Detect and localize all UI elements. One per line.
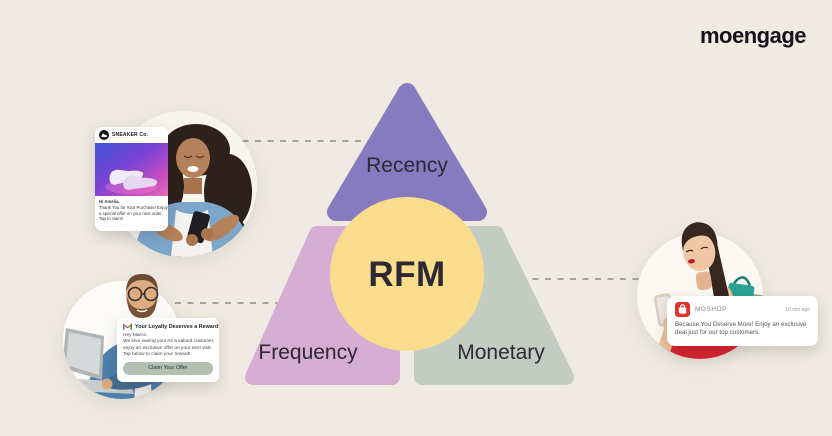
moshop-body-line: deal just for our top customers. xyxy=(675,329,760,337)
sneaker-icon xyxy=(99,130,109,140)
face xyxy=(176,138,210,178)
moshop-body-line: Because You Deserve More! Enjoy an exclu… xyxy=(675,321,807,328)
email-body-line: enjoy an exclusive offer on your next vi… xyxy=(123,345,212,351)
red-lips xyxy=(688,259,695,264)
email-title: Your Loyalty Deserves a Reward! xyxy=(135,323,219,330)
notification-timestamp: 10 min ago xyxy=(785,306,810,313)
email-body-line: Tap below to claim your reward! xyxy=(123,352,191,358)
sneaker-brand-label: SNEAKER Co. xyxy=(112,132,149,138)
glasses xyxy=(127,286,159,302)
email-greeting: Hey Marco, xyxy=(123,333,148,338)
email-body-line: We love seeing you! As a valued customer… xyxy=(123,339,215,345)
sneaker-greeting: Hi Amelia, xyxy=(99,199,120,204)
push-notification-card-sneaker[interactable]: SNEAKER Co. Hi Amelia, Thank You for You… xyxy=(95,127,168,231)
email-notification-card-loyalty[interactable]: Your Loyalty Deserves a Reward! Hey Marc… xyxy=(117,318,219,382)
segment-label-monetary: Monetary xyxy=(457,341,545,364)
sneakers-product-image xyxy=(95,143,168,196)
rfm-center-circle xyxy=(330,197,484,351)
moshop-brand-label: MOSHOP xyxy=(695,306,728,313)
sneaker-body-line: a special offer on your next order. xyxy=(99,210,163,216)
segment-label-recency: Recency xyxy=(366,154,448,177)
segment-label-frequency: Frequency xyxy=(258,341,358,364)
rfm-center-label: RFM xyxy=(368,255,446,294)
moengage-logo: moengage xyxy=(699,23,807,48)
gmail-m-icon xyxy=(123,323,132,330)
claim-offer-button[interactable]: Claim Your Offer xyxy=(123,361,213,375)
pyramid-segment-recency xyxy=(327,83,487,221)
photo-woman-shopping-bags xyxy=(637,222,763,359)
sneaker-body-line: Thank You for Your Purchase! Enjoy xyxy=(99,204,168,210)
sneaker-body-line: Tap to claim! xyxy=(99,216,124,222)
push-notification-card-moshop[interactable]: MOSHOP 10 min ago Because You Deserve Mo… xyxy=(667,296,818,346)
shopping-bag-icon xyxy=(675,302,690,317)
beard xyxy=(127,296,157,318)
